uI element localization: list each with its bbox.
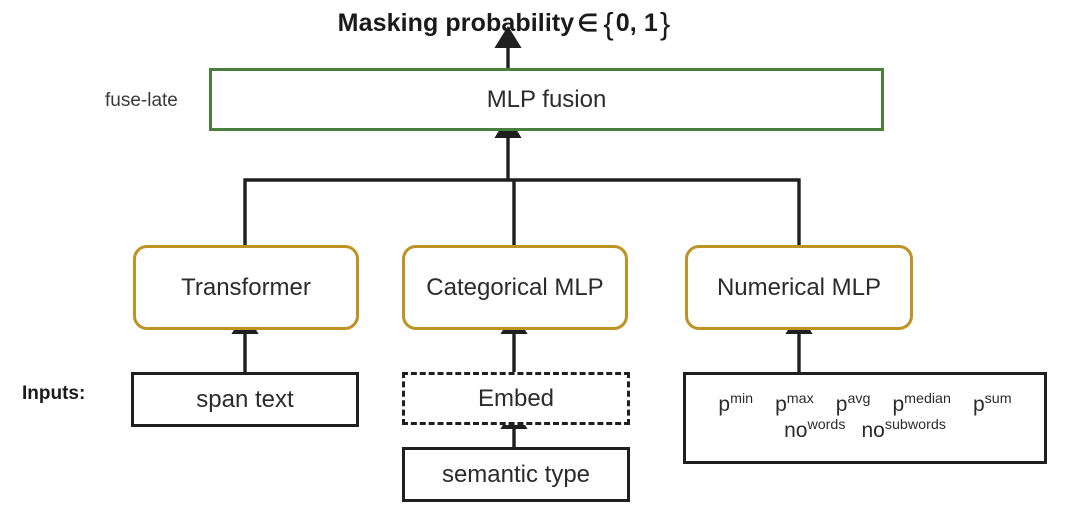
semantic-type-input-box[interactable]: semantic type xyxy=(402,447,630,502)
embed-box[interactable]: Embed xyxy=(402,372,630,425)
numerical-features-input-box[interactable]: pmin pmax pavg pmedian psum nowords nosubword… xyxy=(683,372,1047,464)
inputs-label: Inputs: xyxy=(22,383,86,404)
numerical-feature: pavg xyxy=(835,391,871,417)
categorical-mlp-label: Categorical MLP xyxy=(426,273,604,301)
open-brace: { xyxy=(603,6,614,41)
numerical-features-row-2: nowords nosubwords xyxy=(707,418,1022,444)
mlp-fusion-box[interactable]: MLP fusion xyxy=(209,68,884,131)
numerical-features-list: pmin pmax pavg pmedian psum nowords nosubword… xyxy=(697,392,1032,443)
numerical-feature: psum xyxy=(972,391,1012,417)
numerical-mlp-box[interactable]: Numerical MLP xyxy=(685,245,913,330)
title-prefix: Masking probability xyxy=(337,9,575,37)
span-text-label: span text xyxy=(196,385,294,413)
numerical-mlp-label: Numerical MLP xyxy=(716,273,882,301)
fuse-late-label: fuse-late xyxy=(105,90,178,111)
embed-label: Embed xyxy=(477,384,555,412)
transformer-box[interactable]: Transformer xyxy=(133,245,359,330)
numerical-feature: nosubwords xyxy=(861,417,946,442)
page-title: Masking probability∈{0, 1} xyxy=(0,6,1010,42)
mlp-fusion-label: MLP fusion xyxy=(486,85,607,113)
numerical-feature: pmin xyxy=(718,391,754,417)
numerical-feature: pmax xyxy=(775,391,814,417)
numerical-feature: nowords xyxy=(784,417,846,442)
title-set-values: 0, 1 xyxy=(615,9,658,37)
transformer-label: Transformer xyxy=(181,273,311,301)
element-of-icon: ∈ xyxy=(577,10,599,37)
numerical-features-row-1: pmin pmax pavg pmedian psum xyxy=(707,392,1022,418)
categorical-mlp-box[interactable]: Categorical MLP xyxy=(402,245,628,330)
numerical-feature: pmedian xyxy=(892,391,951,417)
close-brace: } xyxy=(659,6,671,41)
semantic-type-label: semantic type xyxy=(441,460,591,488)
span-text-input-box[interactable]: span text xyxy=(131,372,359,427)
